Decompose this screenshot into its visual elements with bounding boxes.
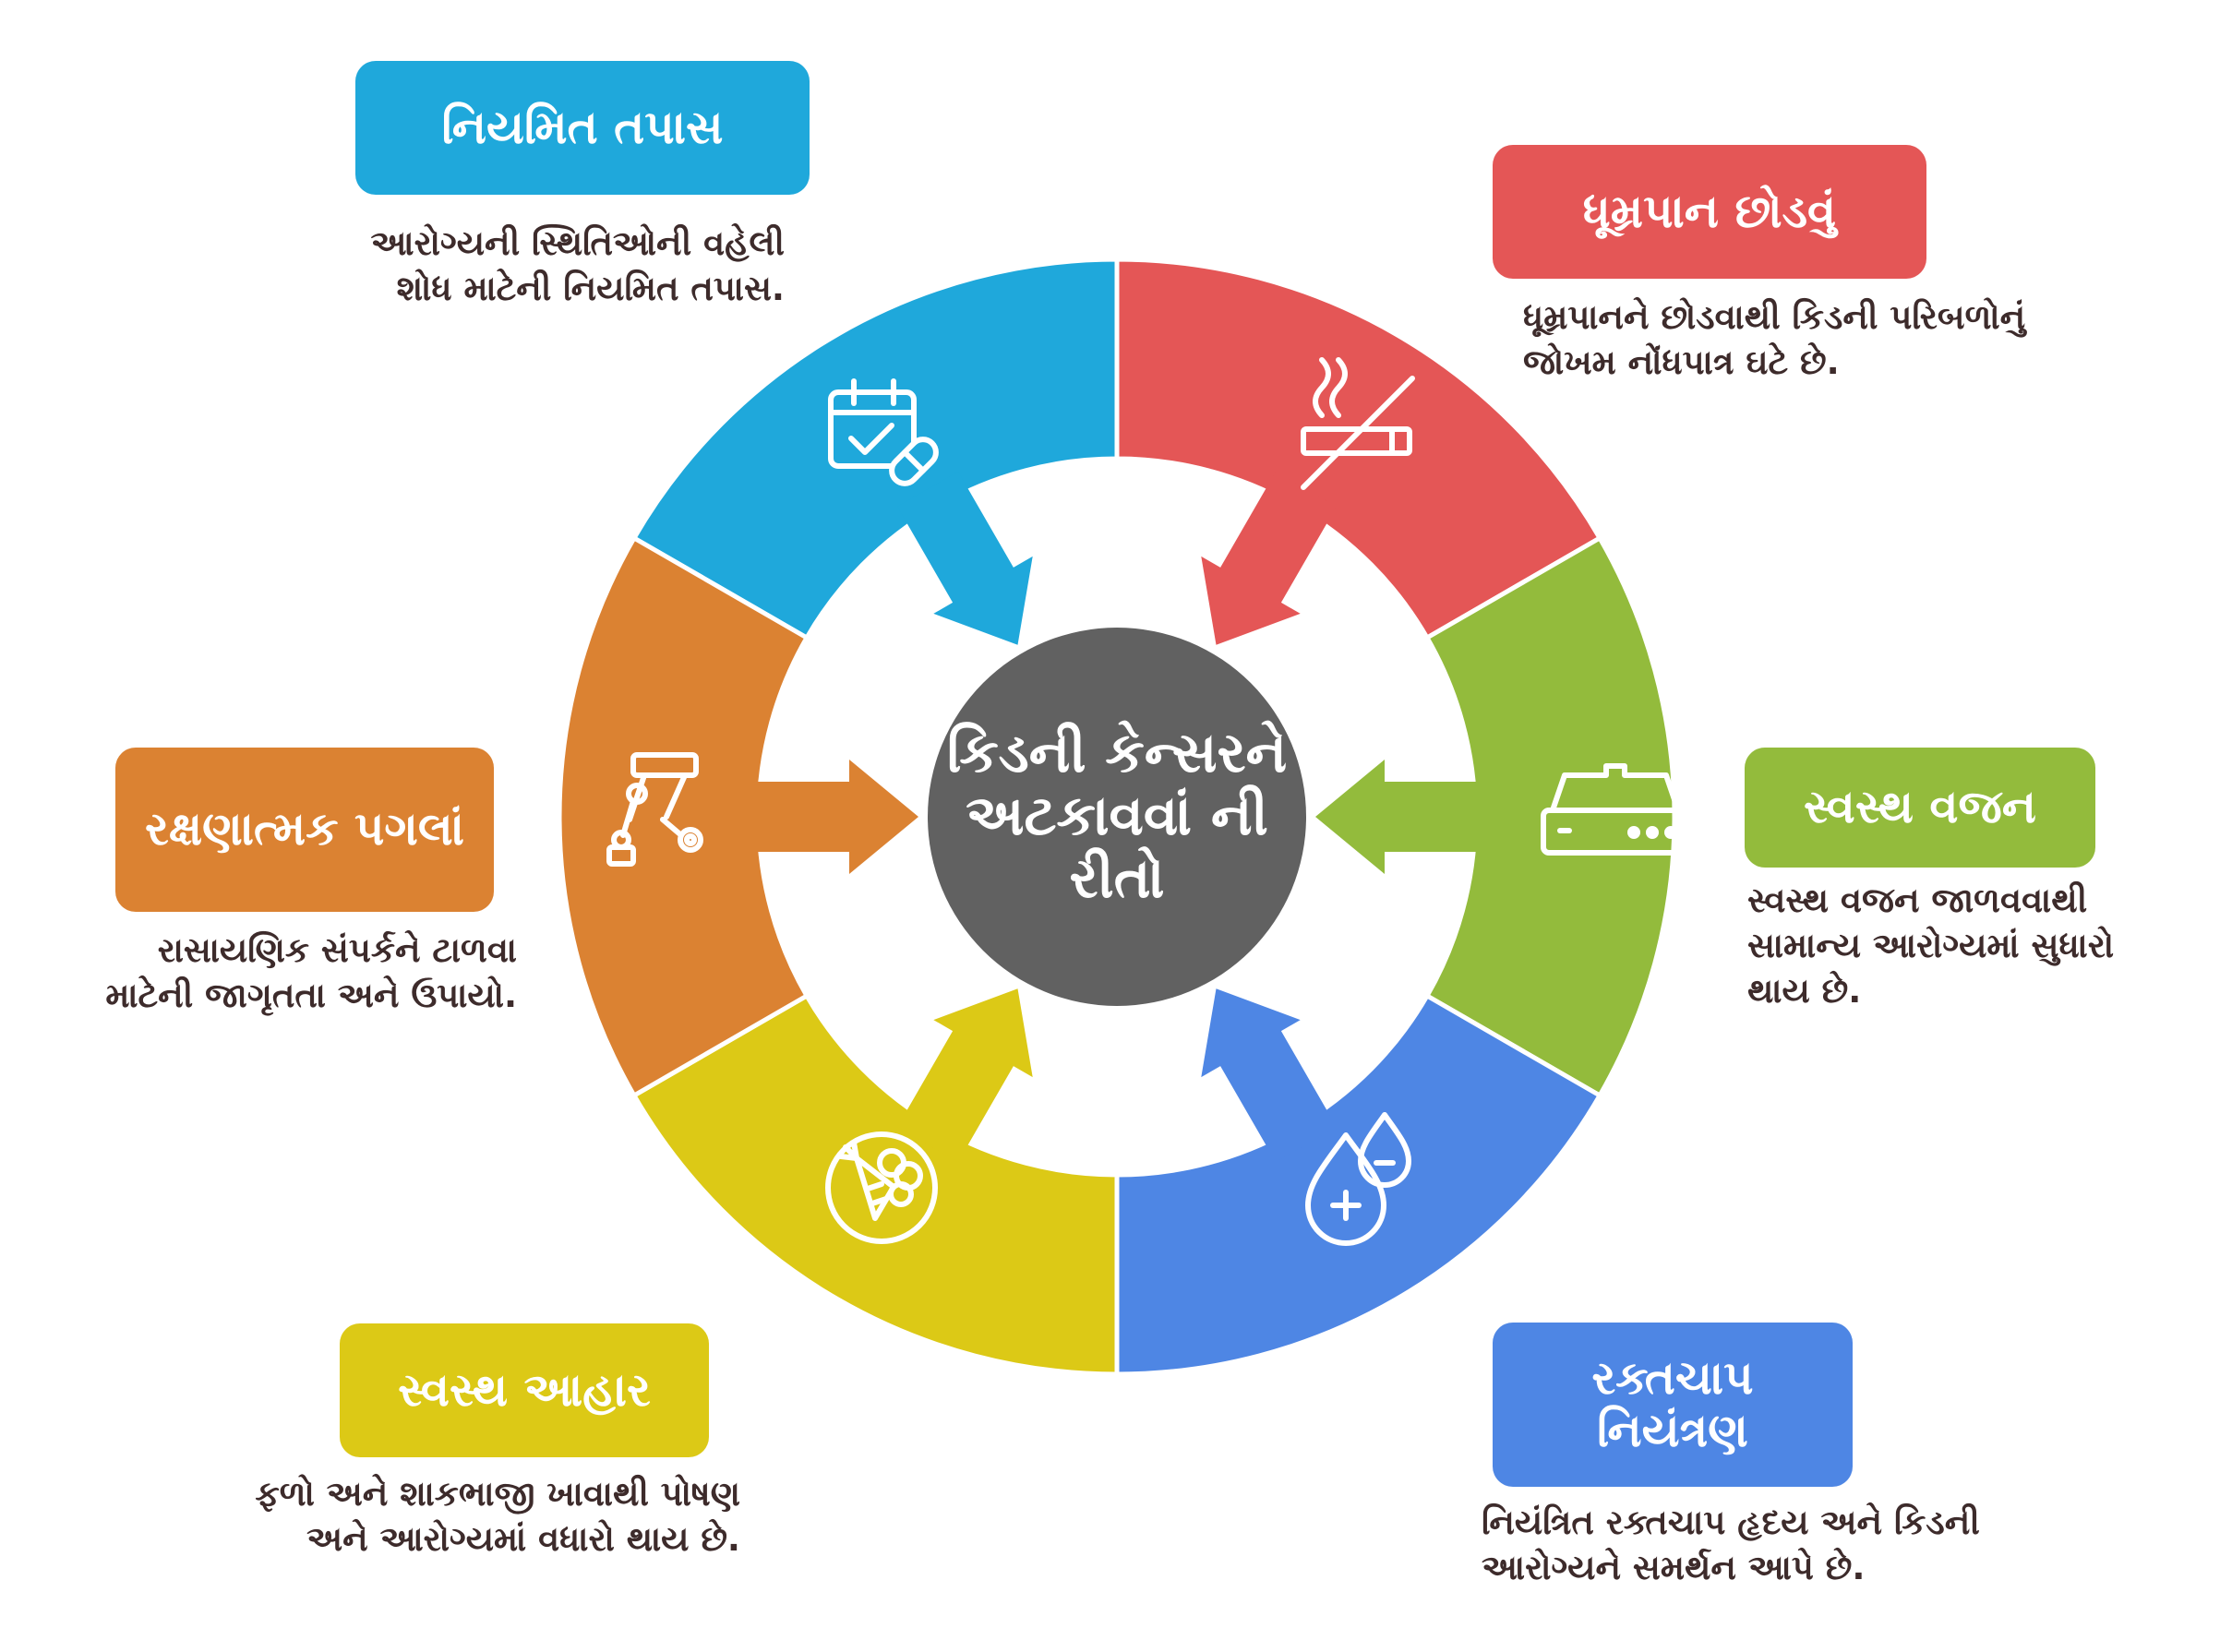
- desc-regular-checkup: આરોગ્યની સ્થિતિઓની વહેલી શોધ માટેની નિયમ…: [370, 223, 785, 308]
- segment-protective-measures: [557, 534, 810, 1099]
- segment-regular-checkup: [630, 257, 1120, 641]
- calendar-pill-icon: [828, 378, 939, 486]
- desc-healthy-weight: સ્વસ્થ વજન જાળવવાથી સામાન્ય આરોગ્યમાં સુ…: [1747, 880, 2115, 1011]
- robotic-arm-icon: [606, 752, 703, 867]
- segment-healthy-weight: [1423, 534, 1677, 1099]
- label-blood-pressure-control: રક્તચાપ નિયંત્રણ: [1493, 1323, 1853, 1487]
- desc-blood-pressure-control: નિયંત્રિત રક્તચાપ હૃદય અને કિડની આરોગ્યન…: [1482, 1502, 1980, 1587]
- arrow-blood-pressure-control: [1201, 988, 1337, 1163]
- arrow-quit-smoking: [1201, 471, 1337, 645]
- blood-drops-icon: [1305, 1112, 1411, 1246]
- center-circle: [928, 628, 1306, 1006]
- arrow-healthy-weight: [1315, 760, 1495, 874]
- segment-blood-pressure-control: [1114, 992, 1603, 1377]
- label-protective-measures: રક્ષણાત્મક પગલાં: [115, 748, 494, 912]
- label-quit-smoking: ધૂમ્રપાન છોડવું: [1493, 145, 1926, 279]
- no-smoking-icon: [1301, 357, 1415, 490]
- label-healthy-weight: સ્વસ્થ વજન: [1745, 748, 2095, 868]
- desc-quit-smoking: ધૂમ્રપાનને છોડવાથી કિડની પરિબળોનું જોખમ …: [1523, 297, 2026, 382]
- arrow-protective-measures: [738, 760, 918, 874]
- arrow-regular-checkup: [897, 471, 1033, 645]
- arrow-healthy-diet: [897, 988, 1033, 1163]
- desc-protective-measures: રાસાયણિક સંપર્કને ટાળવા માટેની જાગૃતતા અ…: [105, 930, 517, 1015]
- center-title: કિડની કેન્સરને અટકાવવાં ની રીતો: [946, 721, 1288, 911]
- label-healthy-diet: સ્વસ્થ આહાર: [340, 1323, 709, 1457]
- label-regular-checkup: નિયમિત તપાસ: [355, 61, 810, 195]
- vegetables-icon: [825, 1131, 938, 1244]
- segment-quit-smoking: [1114, 257, 1603, 641]
- weighing-scale-icon: [1541, 763, 1690, 856]
- desc-healthy-diet: ફળો અને શાકભાજી ખાવાથી પોષણ અને આરોગ્યમા…: [255, 1474, 740, 1559]
